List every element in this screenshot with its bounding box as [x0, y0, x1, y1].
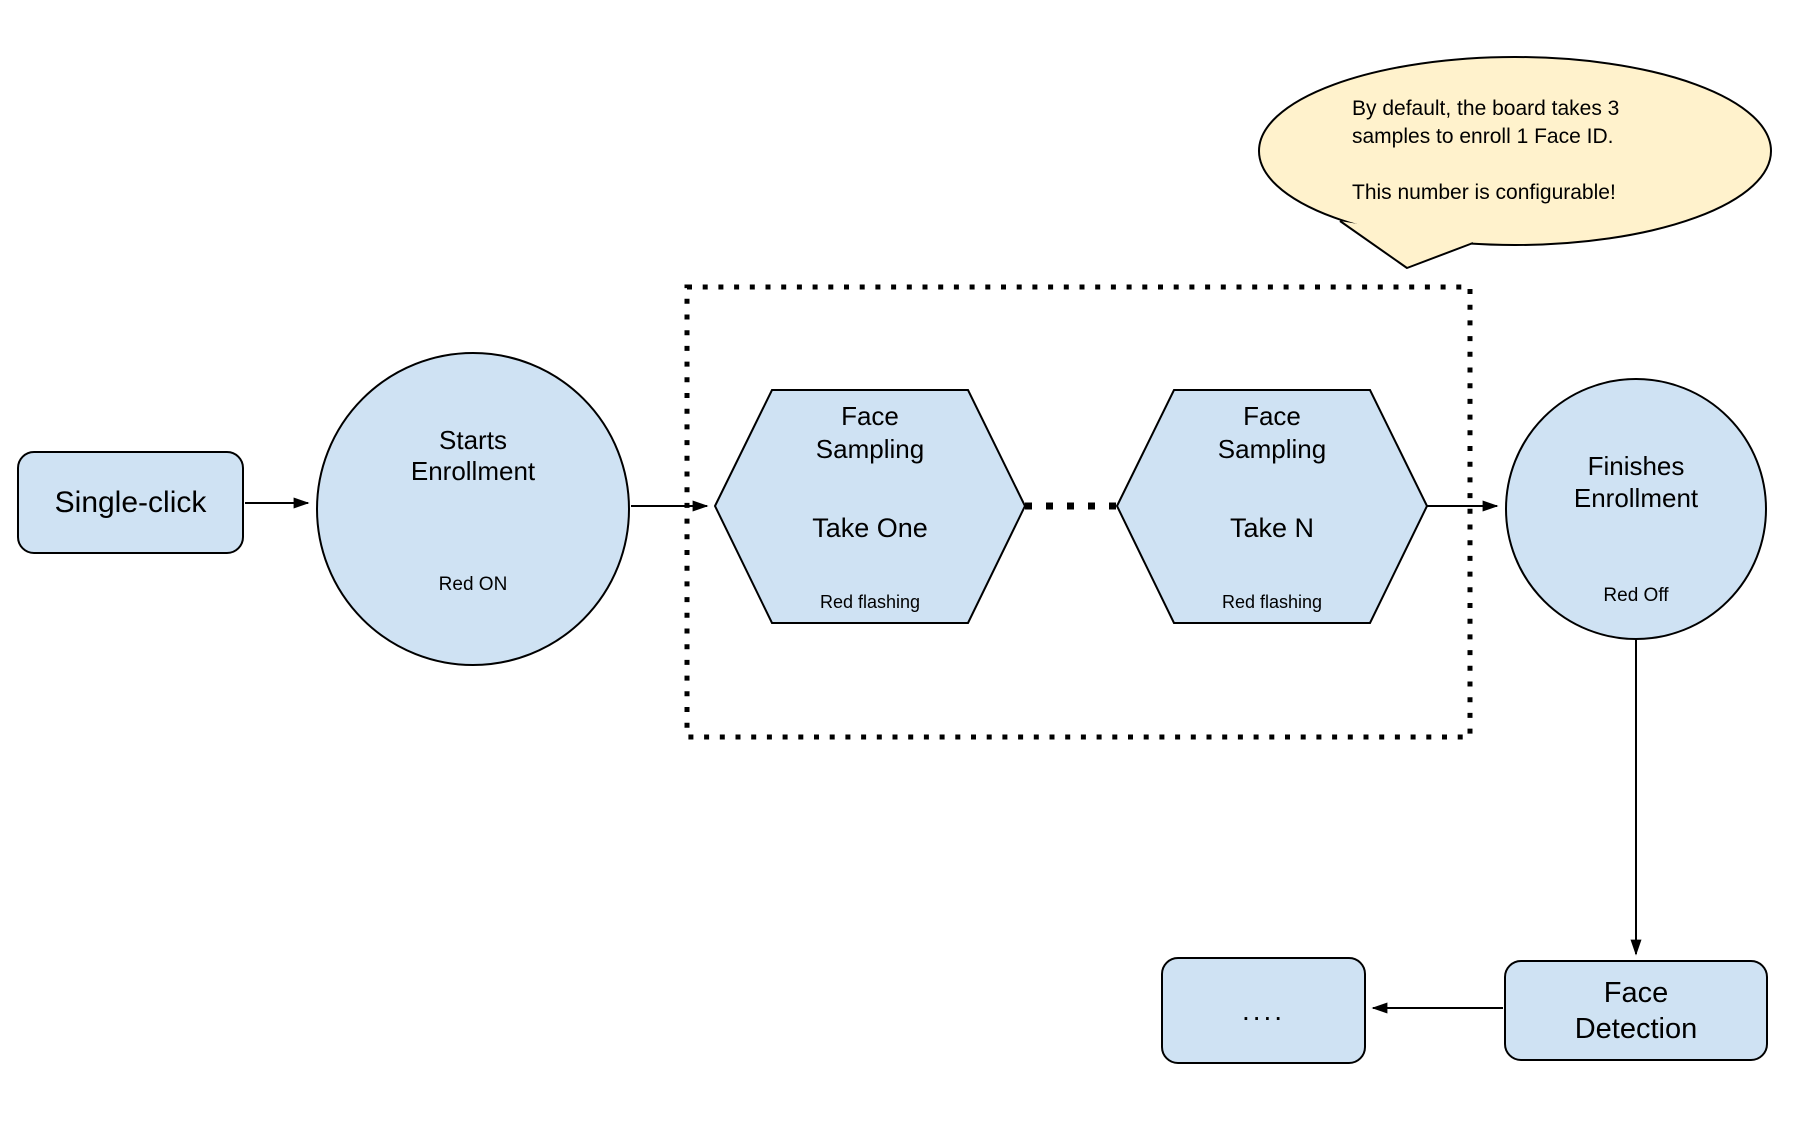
face-sampling-one-take-label: Take One	[812, 513, 928, 543]
face-sampling-one-status: Red flashing	[819, 592, 921, 612]
callout-bubble-tail	[1339, 220, 1474, 269]
starts-enrollment-node	[316, 352, 630, 666]
callout-bubble	[1258, 56, 1772, 246]
finishes-enrollment-status: Red Off	[1603, 585, 1669, 606]
sampling-group-border	[684, 284, 1473, 740]
face-sampling-n-take-label: Take N	[1229, 513, 1315, 543]
face-sampling-n-label: Face Sampling	[1217, 401, 1327, 464]
finishes-enrollment-label: Finishes Enrollment	[1573, 451, 1699, 513]
face-sampling-n-status: Red flashing	[1221, 592, 1323, 612]
ellipsis-label: ....	[1241, 994, 1286, 1026]
face-sampling-one-label: Face Sampling	[815, 401, 925, 464]
single-click-label: Single-click	[54, 485, 207, 519]
callout-note: By default, the board takes 3 samples to…	[1352, 97, 1620, 204]
starts-enrollment-status: Red ON	[438, 574, 508, 595]
single-click-node	[17, 451, 244, 554]
ellipsis-node	[1161, 957, 1366, 1064]
face-detection-node	[1504, 960, 1768, 1061]
finishes-enrollment-node	[1505, 378, 1767, 640]
starts-enrollment-label: Starts Enrollment	[410, 425, 536, 486]
face-detection-label: Face Detection	[1574, 976, 1698, 1045]
